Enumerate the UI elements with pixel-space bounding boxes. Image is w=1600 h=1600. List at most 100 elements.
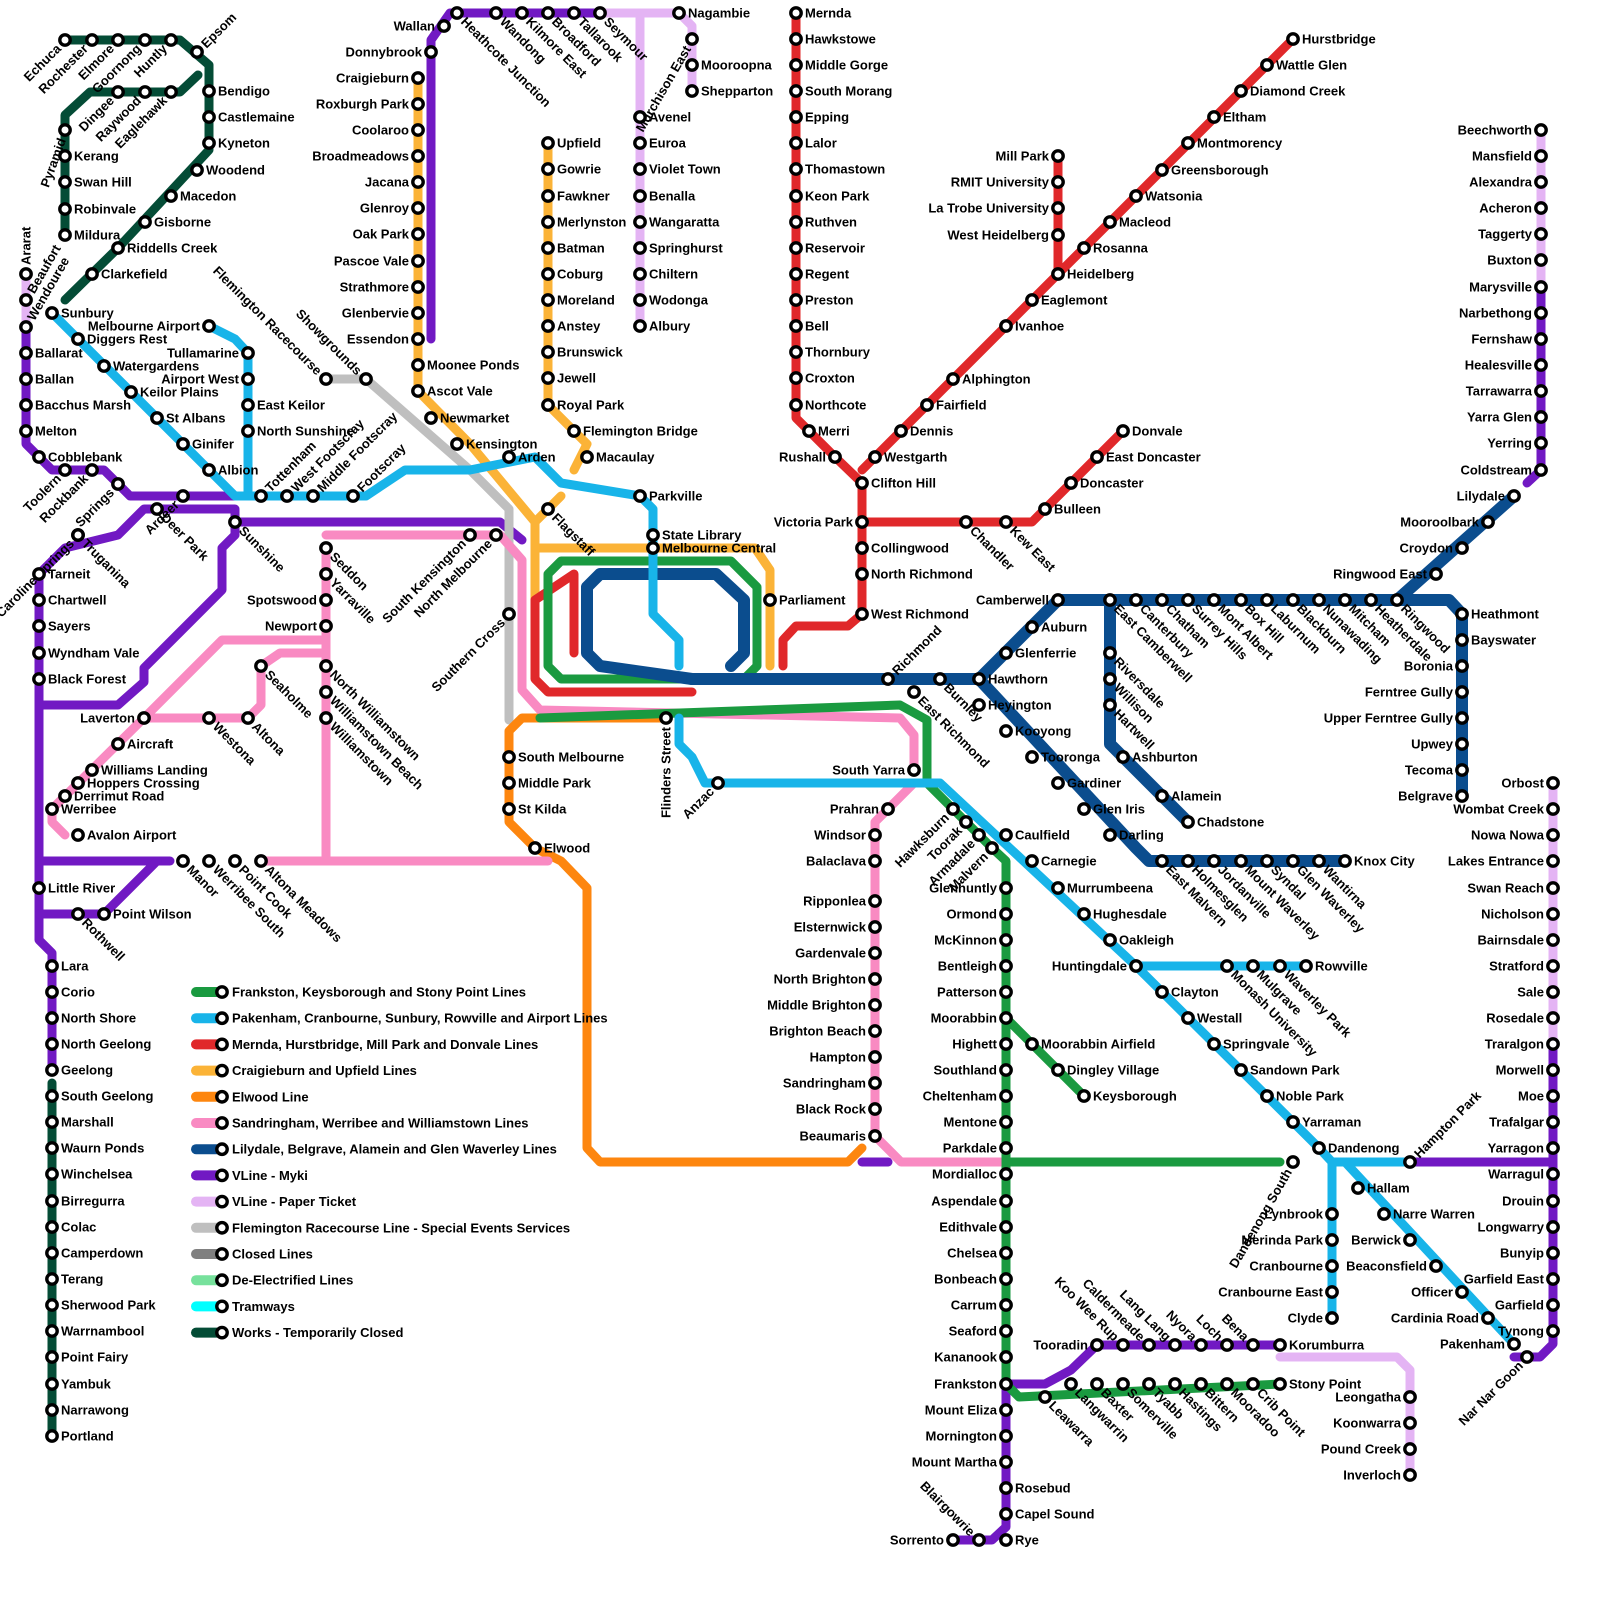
station-marker[interactable] (635, 191, 645, 201)
station-arden[interactable]: Arden (504, 450, 556, 465)
station-east-doncaster[interactable]: East Doncaster (1092, 450, 1201, 465)
station-aspendale[interactable]: Aspendale (931, 1194, 1011, 1209)
station-marker[interactable] (1405, 1235, 1415, 1245)
station-euroa[interactable]: Euroa (635, 136, 687, 151)
station-marker[interactable] (857, 517, 867, 527)
station-elwood[interactable]: Elwood (530, 841, 590, 856)
station-marker[interactable] (140, 217, 150, 227)
station-marker[interactable] (635, 269, 645, 279)
station-oak-park[interactable]: Oak Park (353, 227, 424, 242)
station-traralgon[interactable]: Traralgon (1485, 1037, 1558, 1052)
station-marker[interactable] (974, 700, 984, 710)
station-mill-park[interactable]: Mill Park (996, 149, 1064, 164)
station-warrnambool[interactable]: Warrnambool (47, 1324, 145, 1339)
station-marker[interactable] (243, 426, 253, 436)
station-inverloch[interactable]: Inverloch (1343, 1468, 1415, 1483)
station-mount-eliza[interactable]: Mount Eliza (925, 1403, 1011, 1418)
station-marker[interactable] (47, 1013, 57, 1023)
station-marysville[interactable]: Marysville (1469, 280, 1546, 295)
station-marker[interactable] (1262, 856, 1272, 866)
station-aircraft[interactable]: Aircraft (113, 737, 174, 752)
station-ballan[interactable]: Ballan (21, 372, 74, 387)
station-marker[interactable] (1118, 1340, 1128, 1350)
station-marker[interactable] (1314, 856, 1324, 866)
station-marker[interactable] (1509, 491, 1519, 501)
station-windsor[interactable]: Windsor (814, 828, 880, 843)
station-marker[interactable] (870, 1052, 880, 1062)
station-marker[interactable] (791, 243, 801, 253)
station-marker[interactable] (1548, 1326, 1558, 1336)
station-marker[interactable] (1431, 1261, 1441, 1271)
station-reservoir[interactable]: Reservoir (791, 241, 865, 256)
station-anstey[interactable]: Anstey (543, 319, 601, 334)
station-marker[interactable] (1001, 1039, 1011, 1049)
station-collingwood[interactable]: Collingwood (857, 541, 949, 556)
station-marker[interactable] (47, 1352, 57, 1362)
station-heathmont[interactable]: Heathmont (1457, 607, 1540, 622)
station-marker[interactable] (1040, 504, 1050, 514)
station-marker[interactable] (21, 322, 31, 332)
station-marker[interactable] (635, 491, 645, 501)
station-marker[interactable] (870, 896, 880, 906)
station-marker[interactable] (1209, 856, 1219, 866)
station-tarrawarra[interactable]: Tarrawarra (1466, 384, 1546, 399)
station-marker[interactable] (1027, 752, 1037, 762)
station-marker[interactable] (21, 348, 31, 358)
station-albury[interactable]: Albury (635, 319, 691, 334)
station-diamond-creek[interactable]: Diamond Creek (1236, 84, 1346, 99)
station-keon-park[interactable]: Keon Park (791, 189, 870, 204)
station-southern-cross[interactable]: Southern Cross (428, 609, 514, 695)
station-marker[interactable] (47, 1431, 57, 1441)
station-sandringham[interactable]: Sandringham (783, 1076, 880, 1091)
station-marker[interactable] (1105, 595, 1115, 605)
station-marker[interactable] (1457, 791, 1467, 801)
station-diggers-rest[interactable]: Diggers Rest (73, 332, 168, 347)
station-marker[interactable] (47, 1222, 57, 1232)
station-marker[interactable] (569, 426, 579, 436)
station-marker[interactable] (1548, 856, 1558, 866)
station-frankston[interactable]: Frankston (934, 1377, 1011, 1392)
station-marker[interactable] (1457, 739, 1467, 749)
station-marker[interactable] (1457, 609, 1467, 619)
station-bulleen[interactable]: Bulleen (1040, 502, 1101, 517)
station-marker[interactable] (635, 138, 645, 148)
station-marker[interactable] (426, 413, 436, 423)
station-marker[interactable] (47, 1405, 57, 1415)
station-narrawong[interactable]: Narrawong (47, 1403, 129, 1418)
station-marker[interactable] (413, 256, 423, 266)
station-cardinia-road[interactable]: Cardinia Road (1391, 1311, 1493, 1326)
station-montmorency[interactable]: Montmorency (1183, 136, 1283, 151)
station-marker[interactable] (595, 8, 605, 18)
station-caulfield[interactable]: Caulfield (1001, 828, 1070, 843)
station-regent[interactable]: Regent (791, 267, 850, 282)
station-south-yarra[interactable]: South Yarra (832, 763, 919, 778)
station-marker[interactable] (1366, 595, 1376, 605)
station-chartwell[interactable]: Chartwell (34, 593, 107, 608)
station-marker[interactable] (1248, 1340, 1258, 1350)
station-hurstbridge[interactable]: Hurstbridge (1288, 32, 1376, 47)
station-marker[interactable] (1105, 674, 1115, 684)
station-marker[interactable] (465, 530, 475, 540)
station-marker[interactable] (413, 308, 423, 318)
station-marker[interactable] (543, 295, 553, 305)
station-marker[interactable] (635, 321, 645, 331)
station-marker[interactable] (1183, 817, 1193, 827)
station-hampton[interactable]: Hampton (810, 1050, 881, 1065)
station-parliament[interactable]: Parliament (765, 593, 846, 608)
station-marker[interactable] (1053, 177, 1063, 187)
station-marker[interactable] (1457, 687, 1467, 697)
station-marker[interactable] (178, 856, 188, 866)
station-little-river[interactable]: Little River (34, 881, 115, 896)
station-marker[interactable] (1118, 752, 1128, 762)
station-marker[interactable] (1536, 438, 1546, 448)
station-marker[interactable] (1327, 1313, 1337, 1323)
station-marker[interactable] (1548, 1222, 1558, 1232)
station-kerang[interactable]: Kerang (60, 149, 119, 164)
station-marker[interactable] (34, 883, 44, 893)
station-marker[interactable] (1405, 1444, 1415, 1454)
station-marker[interactable] (504, 804, 514, 814)
station-marker[interactable] (1001, 1300, 1011, 1310)
station-marker[interactable] (243, 348, 253, 358)
station-marker[interactable] (1483, 1313, 1493, 1323)
station-yarra-glen[interactable]: Yarra Glen (1467, 410, 1546, 425)
